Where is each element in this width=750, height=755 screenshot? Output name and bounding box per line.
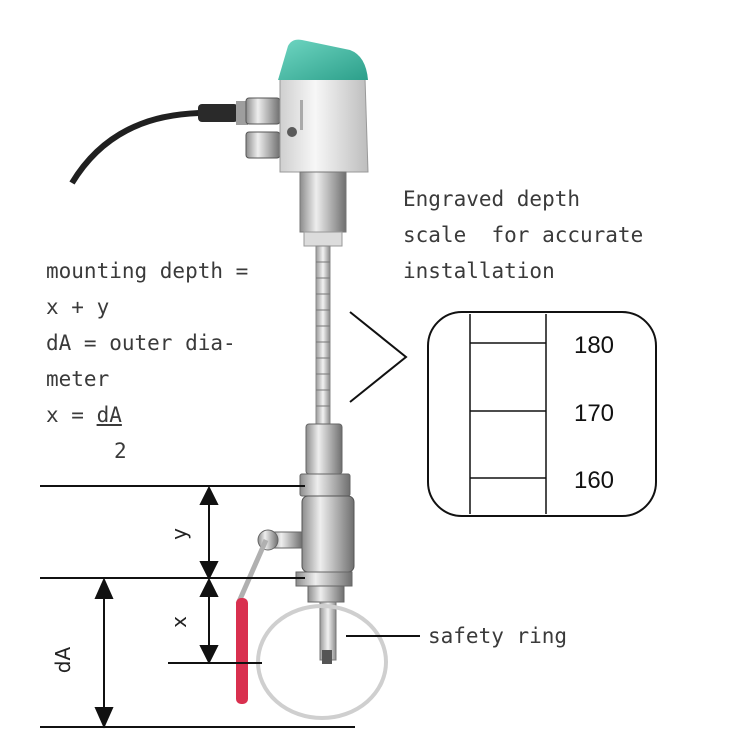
dimension-arrow-dA [94, 577, 114, 729]
logo-icon [287, 127, 297, 137]
compression-fitting [305, 423, 343, 475]
valve-handle-arm [235, 538, 269, 606]
formula-line-4: meter [46, 367, 110, 391]
ball-valve-body [301, 495, 355, 573]
cable-plug [198, 104, 238, 122]
label-y: y [167, 528, 191, 540]
dimension-arrow-y [199, 485, 219, 581]
scale-label-160: 160 [574, 467, 614, 494]
formula-denominator: 2 [114, 439, 127, 463]
scale-inset-frame [427, 311, 657, 517]
formula-line-2: x + y [46, 295, 110, 319]
formula-line-5: x = dA [46, 397, 122, 433]
connector-upper [245, 97, 281, 125]
sensor-head-housing [279, 77, 369, 173]
label-x: x [167, 616, 191, 628]
formula-line-1: mounting depth = [46, 259, 249, 283]
zoom-chevron-icon [349, 311, 408, 403]
sensor-head-teal-cap [278, 39, 368, 80]
label-dA: dA [51, 647, 75, 674]
probe-rod [315, 245, 331, 425]
formula-line-3: dA = outer dia- [46, 331, 236, 355]
scale-note-line-1: Engraved depth [403, 187, 581, 211]
scale-note-line-2: scale for accurate [403, 223, 644, 247]
sensor-neck [299, 171, 347, 233]
formula-numerator: dA [96, 403, 122, 427]
scale-note-line-3: installation [403, 259, 555, 283]
valve-handle-grip [236, 598, 248, 704]
scale-label-170: 170 [574, 400, 614, 427]
connector-lower [245, 131, 281, 159]
safety-ring-label: safety ring [428, 624, 568, 648]
dimension-arrow-x [199, 577, 219, 665]
cable [69, 109, 216, 185]
rod-scale-ticks [316, 261, 330, 407]
formula-x-prefix: x = [46, 403, 97, 427]
scale-label-180: 180 [574, 332, 614, 359]
